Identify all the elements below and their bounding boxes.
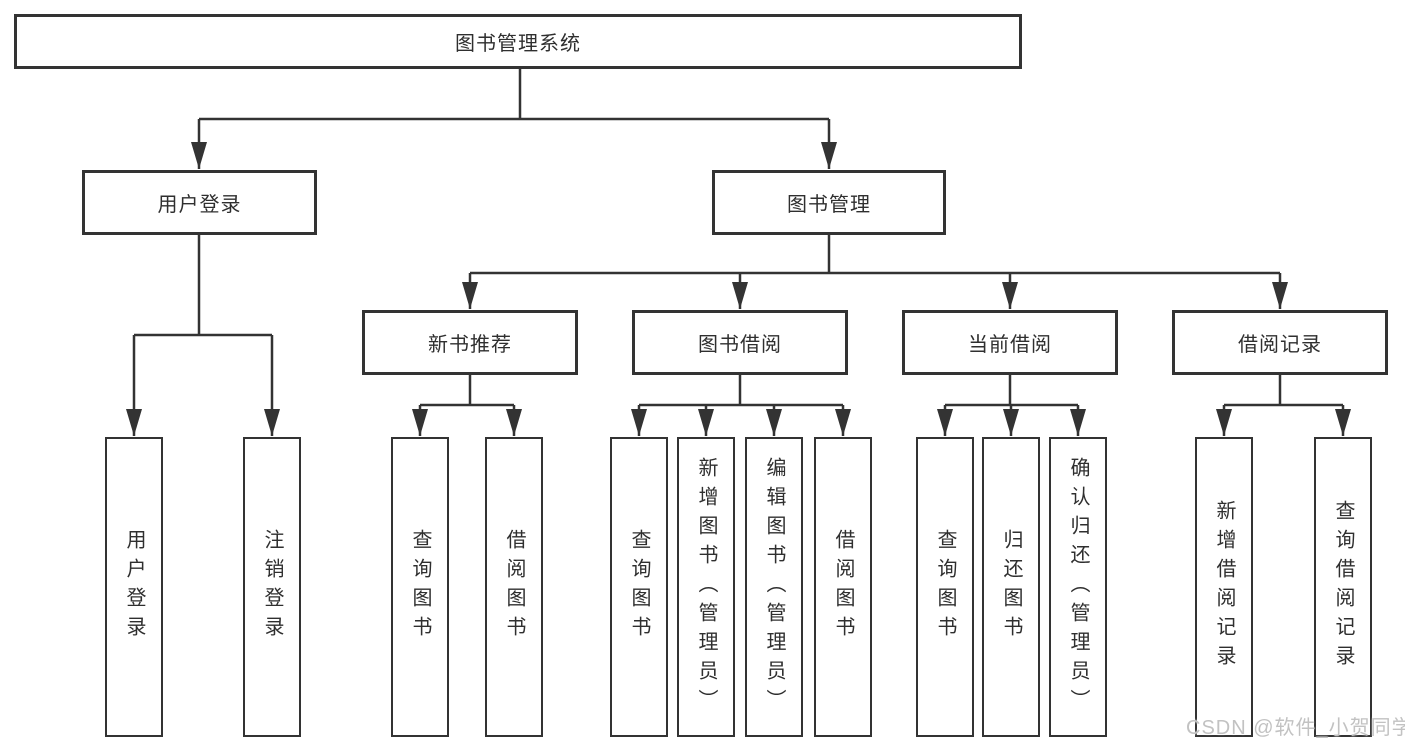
node-label: 归还图书 bbox=[1000, 529, 1022, 645]
node-label: 查询图书 bbox=[409, 529, 431, 645]
node-label: 图书管理系统 bbox=[455, 33, 581, 55]
leaf-query-books-recommend: 查询图书 bbox=[391, 437, 449, 737]
node-user-login: 用户登录 bbox=[82, 170, 317, 235]
node-label: 注销登录 bbox=[261, 529, 283, 645]
leaf-borrow-books: 借阅图书 bbox=[814, 437, 872, 737]
leaf-return-book: 归还图书 bbox=[982, 437, 1040, 737]
node-book-borrow: 图书借阅 bbox=[632, 310, 848, 375]
leaf-confirm-return-admin: 确认归还（管理员） bbox=[1049, 437, 1107, 737]
leaf-query-books-borrow: 查询图书 bbox=[610, 437, 668, 737]
node-borrow-records: 借阅记录 bbox=[1172, 310, 1388, 375]
leaf-add-borrow-record: 新增借阅记录 bbox=[1195, 437, 1253, 737]
leaf-query-books-current: 查询图书 bbox=[916, 437, 974, 737]
node-label: 借阅图书 bbox=[503, 529, 525, 645]
leaf-user-login: 用户登录 bbox=[105, 437, 163, 737]
node-root: 图书管理系统 bbox=[14, 14, 1022, 69]
node-new-book-recommend: 新书推荐 bbox=[362, 310, 578, 375]
node-label: 图书管理 bbox=[787, 194, 871, 216]
connector-lines bbox=[132, 69, 1345, 436]
node-label: 新增图书（管理员） bbox=[695, 456, 717, 718]
node-label: 编辑图书（管理员） bbox=[763, 456, 785, 718]
node-label: 查询图书 bbox=[628, 529, 650, 645]
node-label: 当前借阅 bbox=[968, 334, 1052, 356]
watermark: CSDN @软件_小贺同学 bbox=[1186, 717, 1405, 739]
node-label: 查询图书 bbox=[934, 529, 956, 645]
node-label: 查询借阅记录 bbox=[1332, 500, 1354, 674]
node-label: 借阅记录 bbox=[1238, 334, 1322, 356]
leaf-edit-book-admin: 编辑图书（管理员） bbox=[745, 437, 803, 737]
node-label: 用户登录 bbox=[157, 194, 242, 216]
node-label: 图书借阅 bbox=[698, 334, 782, 356]
node-book-management: 图书管理 bbox=[712, 170, 946, 235]
node-label: 用户登录 bbox=[123, 529, 145, 645]
connector-arrowheads bbox=[126, 142, 1351, 436]
node-label: 新书推荐 bbox=[428, 334, 512, 356]
node-label: 确认归还（管理员） bbox=[1067, 456, 1089, 718]
node-label: 借阅图书 bbox=[832, 529, 854, 645]
leaf-borrow-books-recommend: 借阅图书 bbox=[485, 437, 543, 737]
leaf-add-book-admin: 新增图书（管理员） bbox=[677, 437, 735, 737]
leaf-query-borrow-record: 查询借阅记录 bbox=[1314, 437, 1372, 737]
leaf-logout: 注销登录 bbox=[243, 437, 301, 737]
node-current-borrow: 当前借阅 bbox=[902, 310, 1118, 375]
node-label: 新增借阅记录 bbox=[1213, 500, 1235, 674]
